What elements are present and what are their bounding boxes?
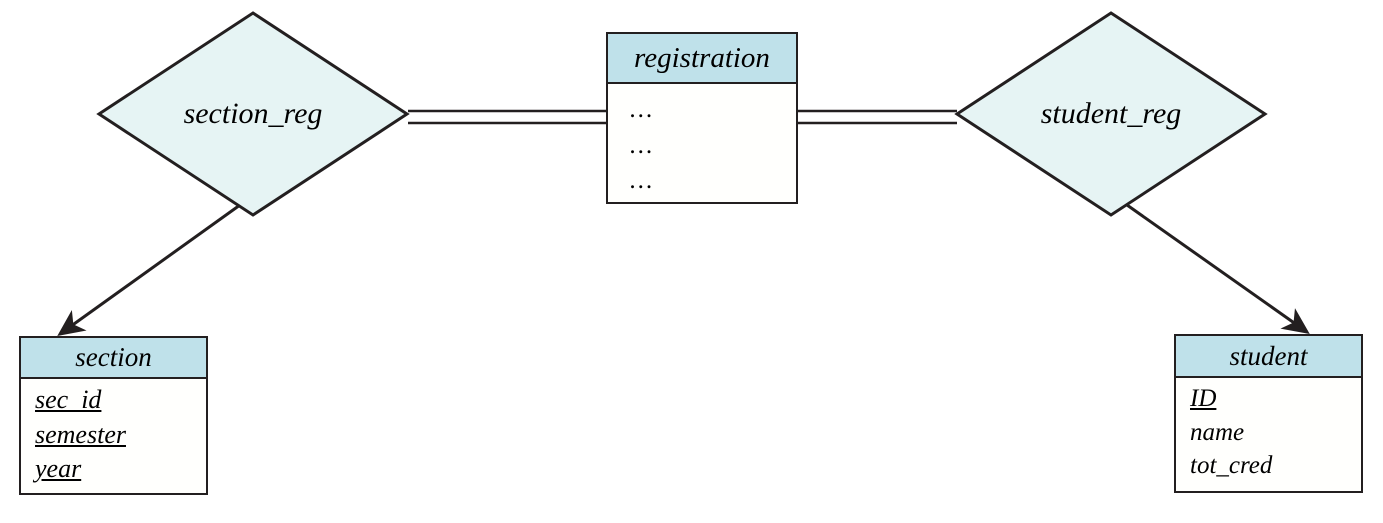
attribute-list: ID name tot_cred (1176, 378, 1361, 489)
attribute-row-primary-key: year (35, 454, 82, 484)
attribute-row-primary-key: sec_id (35, 385, 102, 414)
connector-section-reg-section (57, 203, 241, 336)
relationship-student-reg[interactable]: student_reg (954, 11, 1268, 217)
entity-student[interactable]: student ID name tot_cred (1174, 334, 1363, 493)
connector-section-reg-registration (408, 109, 607, 125)
connector-student-reg-student (1126, 203, 1310, 334)
attribute-row-primary-key: ID (1190, 385, 1217, 412)
relationship-section-reg[interactable]: section_reg (96, 11, 410, 217)
attribute-row: ... (630, 167, 655, 194)
diamond-shape (96, 11, 410, 217)
diamond-shape (954, 11, 1268, 217)
attribute-row: name (1190, 418, 1245, 446)
attribute-row: tot_cred (1190, 452, 1273, 479)
entity-title: registration (608, 34, 796, 84)
entity-title: section (21, 338, 206, 379)
connector-registration-student-reg (797, 109, 957, 125)
attribute-row: ... (630, 131, 655, 159)
entity-section[interactable]: section sec_id semester year (19, 336, 208, 495)
entity-title: student (1176, 336, 1361, 378)
attribute-row: ... (630, 96, 655, 123)
entity-registration[interactable]: registration ... ... ... (606, 32, 798, 204)
attribute-row-primary-key: semester (35, 419, 126, 449)
attribute-list: ... ... ... (608, 84, 796, 205)
attribute-list: sec_id semester year (21, 379, 206, 493)
